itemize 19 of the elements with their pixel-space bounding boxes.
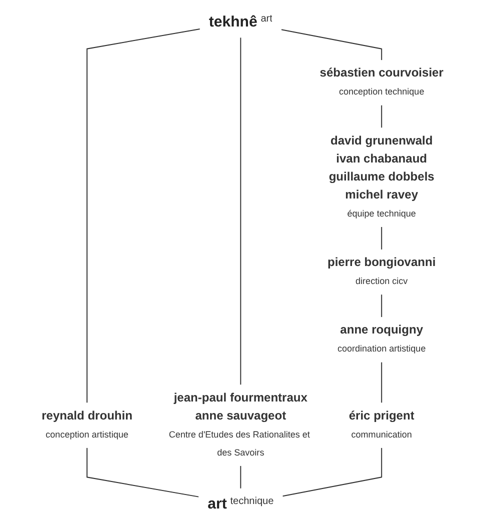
node-text: tekhnê $^{art}$	[208, 12, 272, 30]
connector	[240, 37, 242, 386]
connector	[381, 294, 382, 318]
connector	[381, 226, 382, 250]
node-text: anne roquigny coordination artistique	[337, 324, 426, 354]
connector	[282, 447, 382, 497]
node-text: éric prigent communication	[348, 410, 414, 440]
connector	[381, 104, 382, 128]
connector	[280, 29, 382, 61]
connector	[86, 447, 200, 498]
node-text: art $^{technique}$	[208, 494, 274, 512]
node-text: david grunenwald ivan chabanaud guillaume dobbels michel ravey équipe technique	[328, 134, 434, 219]
connector	[240, 465, 242, 489]
connector	[86, 28, 200, 404]
connector	[381, 362, 382, 404]
node-text: pierre bongiovanni direction cicv	[327, 256, 436, 286]
node-text: jean-paul fourmentraux anne sauvageot Centre d'Etudes des Rationalites et des Savoirs	[168, 391, 310, 458]
node-text: sébastien courvoisier conception technique	[320, 66, 444, 97]
node-text: reynald drouhin conception artistique	[42, 410, 132, 440]
